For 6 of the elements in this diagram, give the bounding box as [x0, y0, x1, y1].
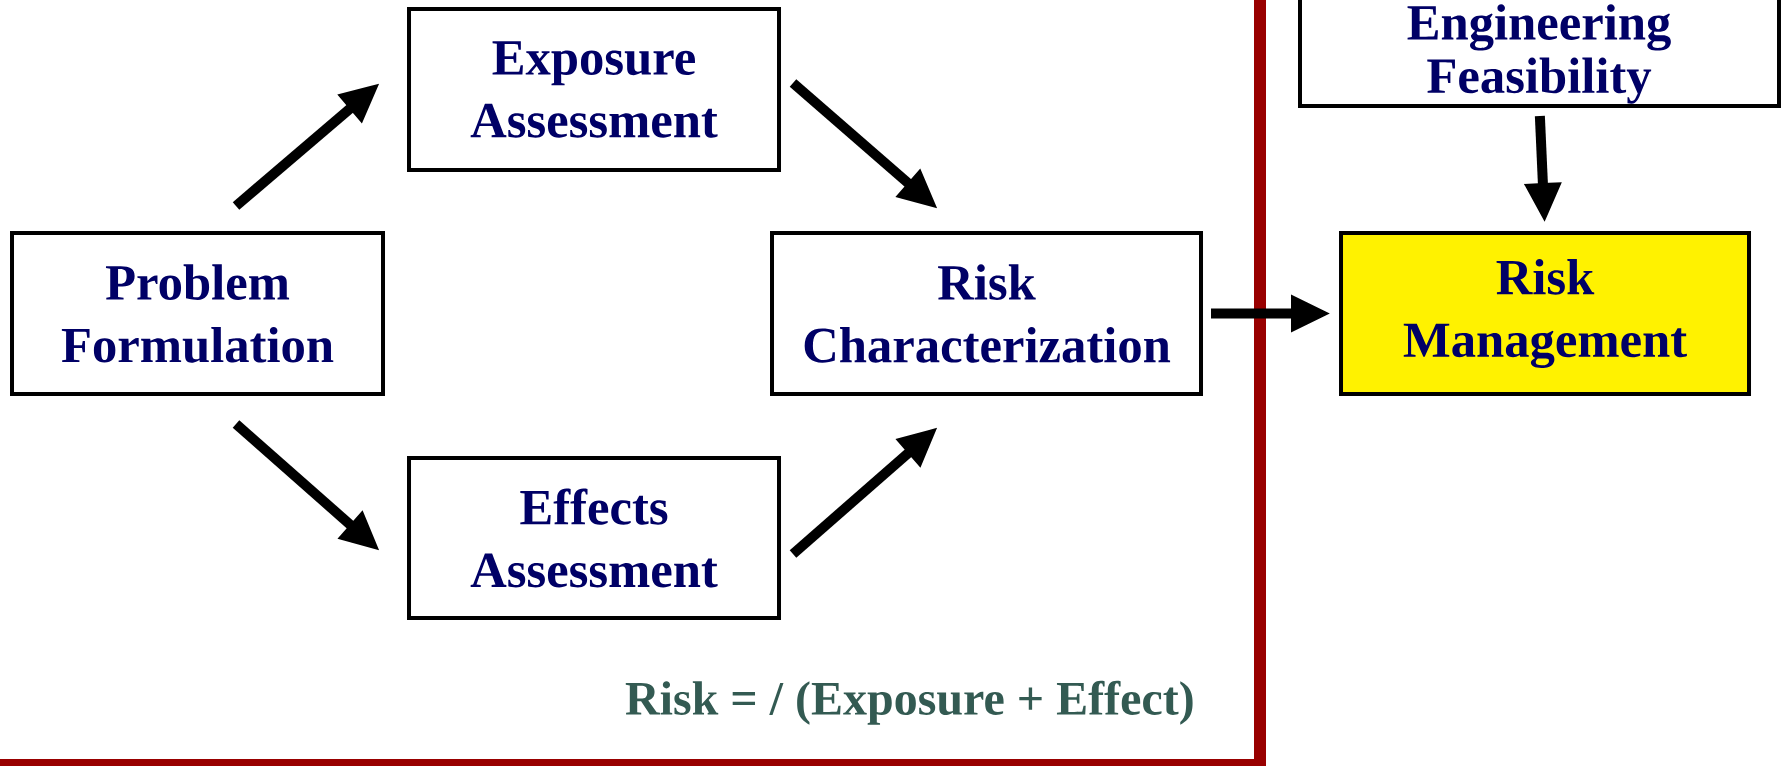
process-box: Engineering Feasibility — [1298, 0, 1781, 108]
process-box: Exposure Assessment — [407, 7, 781, 172]
process-box: Risk Characterization — [770, 231, 1203, 396]
process-box: Effects Assessment — [407, 456, 781, 620]
process-box: Risk Management — [1339, 231, 1751, 396]
process-box: Problem Formulation — [10, 231, 385, 396]
